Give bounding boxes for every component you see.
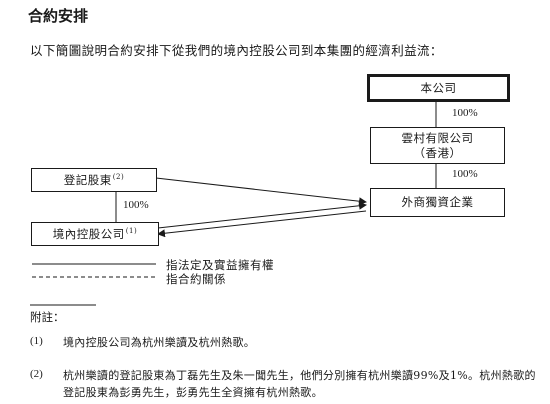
section-title: 合約安排: [28, 7, 89, 25]
notes-label: 附註：: [30, 310, 65, 324]
legend-solid-label: 指法定及實益擁有權: [166, 258, 274, 272]
pct-company-yuncun: 100%: [452, 107, 478, 119]
wfoe-label: 外商獨資企業: [401, 195, 474, 210]
note-1-number: (1): [30, 335, 43, 347]
onshore-holdco-label: 境內控股公司(1): [52, 226, 138, 241]
yuncun-label-line1: 雲村有限公司: [401, 131, 474, 146]
arrow-wfoe-onshore: [157, 210, 367, 238]
yuncun-label-line2: （香港）: [413, 145, 462, 160]
note-1-text: 境內控股公司為杭州樂讀及杭州熱歌。: [63, 336, 256, 349]
footnote-marker-1: (1): [125, 226, 138, 235]
company-box: 本公司: [367, 74, 510, 102]
pct-shareholders-onshore: 100%: [123, 199, 149, 211]
note-2-text: 杭州樂讀的登記股東為丁磊先生及朱一聞先生，他們分別擁有杭州樂讀99%及1%。杭州…: [63, 369, 536, 399]
registered-shareholders-box: 登記股東(2): [31, 168, 157, 192]
wfoe-box: 外商獨資企業: [370, 188, 505, 217]
pct-yuncun-wfoe: 100%: [452, 168, 478, 180]
legend-dashed-label: 指合約關係: [166, 272, 226, 286]
intro-text: 以下簡圖說明合約安排下從我們的境內控股公司到本集團的經濟利益流：: [30, 43, 443, 58]
arrow-shareholders-wfoe: [155, 177, 367, 206]
arrow-onshore-wfoe: [157, 201, 367, 229]
yuncun-box: 雲村有限公司 （香港）: [370, 127, 505, 164]
registered-shareholders-label: 登記股東(2): [63, 172, 125, 187]
company-label: 本公司: [420, 80, 457, 95]
footnote-marker-2: (2): [112, 172, 125, 181]
onshore-holdco-box: 境內控股公司(1): [31, 222, 159, 246]
note-2-number: (2): [30, 368, 43, 380]
